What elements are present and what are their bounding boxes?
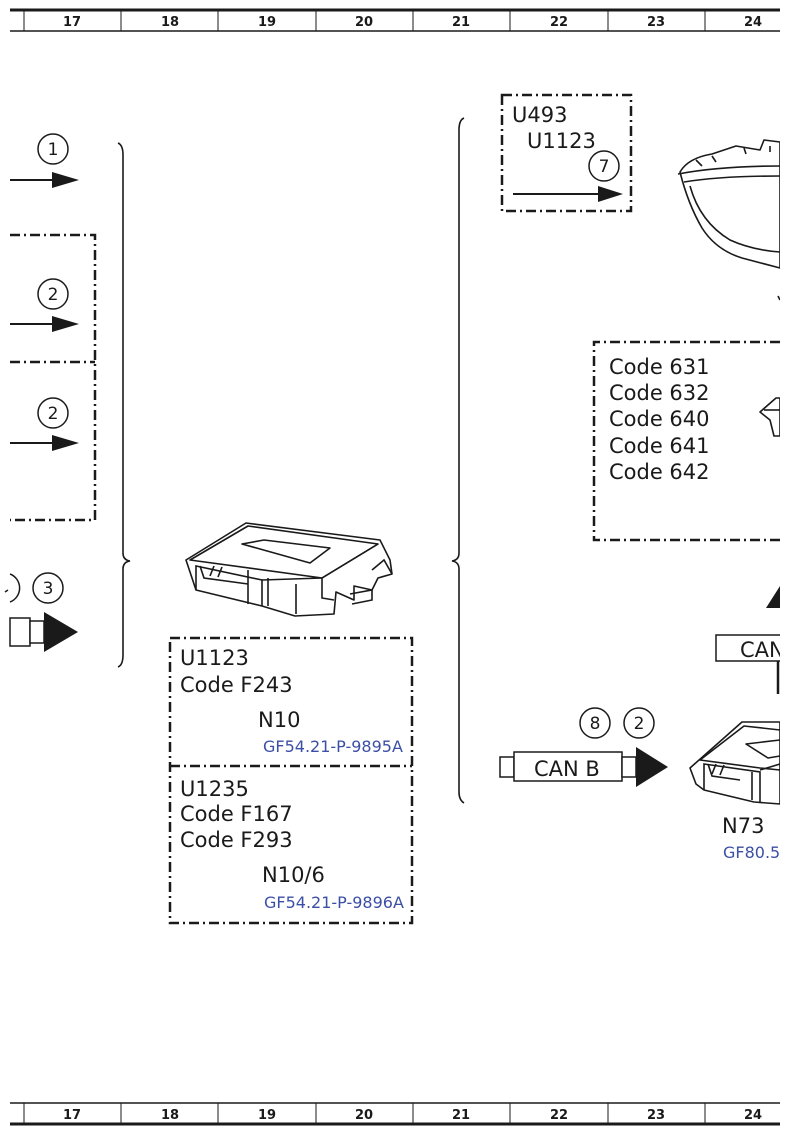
arrow-icon	[10, 435, 79, 451]
code-line: Code 640	[609, 407, 710, 431]
n10-id: N10	[258, 708, 300, 732]
callout-circle	[37, 133, 69, 165]
connector-arrow-icon	[499, 747, 668, 787]
ruler-col-19: 19	[258, 15, 276, 30]
ruler-col-17: 17	[63, 1108, 81, 1123]
arrow-icon	[10, 316, 79, 332]
callout-3: 3	[43, 579, 54, 599]
ruler-col-20: 20	[355, 15, 373, 30]
codes-dashed-box	[592, 340, 780, 542]
ruler-col-22: 22	[550, 1108, 568, 1123]
n10-6-line3: Code F293	[180, 828, 293, 852]
n10-6-line2: Code F167	[180, 802, 293, 826]
arrow-icon	[10, 172, 79, 188]
ruler-col-23: 23	[647, 1108, 665, 1123]
callout-7: 7	[599, 157, 610, 177]
n10-line1: U1123	[180, 646, 249, 670]
callout-2: 2	[48, 285, 59, 305]
bottom-ruler: 17 18 19 20 21 22 23 24	[10, 1102, 780, 1126]
code-line: Code 642	[609, 460, 710, 484]
can-b-label: CAN B	[534, 757, 600, 781]
n10-line2: Code F243	[180, 673, 293, 697]
ruler-col-18: 18	[161, 1108, 179, 1123]
ruler-col-21: 21	[452, 15, 470, 30]
n10-6-ref-link[interactable]: GF54.21-P-9896A	[264, 893, 404, 912]
ruler-col-21: 21	[452, 1108, 470, 1123]
control-unit-icon	[689, 721, 781, 805]
arrow-icon	[513, 186, 623, 202]
ruler-col-18: 18	[161, 15, 179, 30]
control-unit-icon	[185, 522, 393, 617]
ruler-col-17: 17	[63, 15, 81, 30]
ruler-col-19: 19	[258, 1108, 276, 1123]
callout-2: 2	[634, 714, 645, 734]
n73-ref-link[interactable]: GF80.5	[723, 843, 780, 862]
top-ruler: 17 18 19 20 21 22 23 24	[10, 8, 780, 32]
code-line: Code 631	[609, 355, 710, 379]
ruler-col-24: 24	[744, 15, 762, 30]
can-up-arrow: CAN	[715, 586, 787, 694]
ruler-col-24: 24	[744, 1108, 762, 1123]
brace-icon	[451, 117, 465, 804]
callout-1: 1	[48, 140, 59, 160]
ruler-col-23: 23	[647, 15, 665, 30]
connector-arrow-icon	[9, 612, 78, 652]
n10-6-line1: U1235	[180, 777, 249, 801]
top-box-line2: U1123	[527, 129, 596, 153]
top-dashed-box	[500, 93, 633, 213]
ruler-col-22: 22	[550, 15, 568, 30]
code-line: Code 632	[609, 381, 710, 405]
headlamp-icon	[677, 139, 781, 301]
can-partial-label: CAN	[740, 638, 785, 662]
n73-id: N73	[722, 814, 764, 838]
n10-6-id: N10/6	[262, 863, 325, 887]
module-n10-box	[168, 636, 414, 925]
left-dashed-box	[10, 233, 97, 522]
left-signal-group: 1 2 2 3	[4, 133, 97, 652]
brace-icon	[117, 142, 131, 668]
code-line: Code 641	[609, 434, 710, 458]
switch-icon	[759, 397, 781, 437]
top-box-line1: U493	[512, 103, 567, 127]
callout-8: 8	[590, 714, 601, 734]
callout-2: 2	[48, 404, 59, 424]
ruler-col-20: 20	[355, 1108, 373, 1123]
n10-ref-link[interactable]: GF54.21-P-9895A	[263, 737, 403, 756]
